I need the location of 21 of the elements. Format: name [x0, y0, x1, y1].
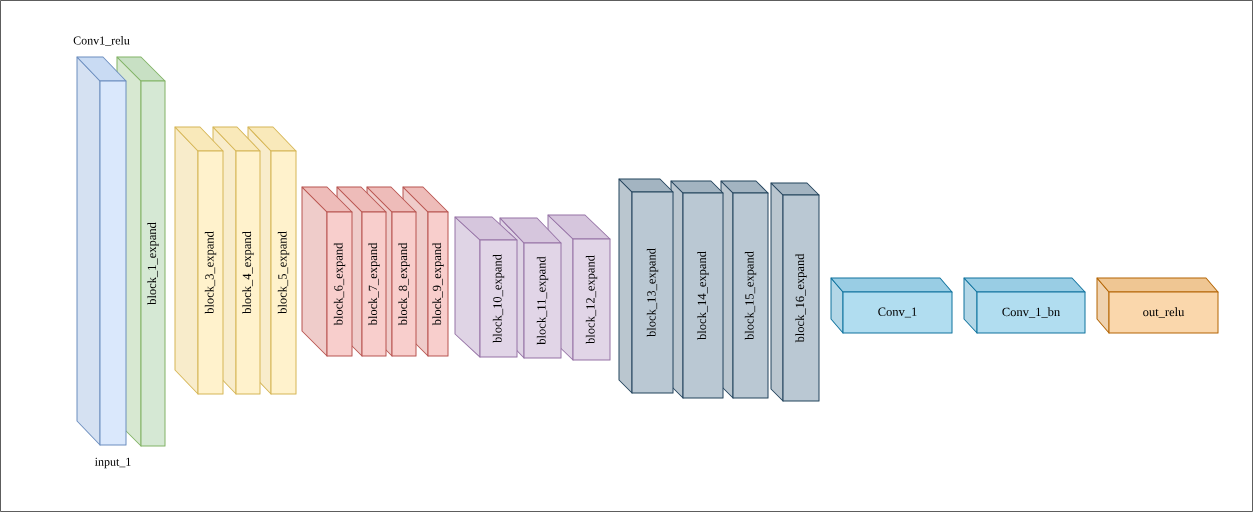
- layer-block: Conv_1: [842, 291, 953, 334]
- layer-block: block_15_expand: [732, 192, 769, 399]
- node-label: Conv1_relu: [73, 36, 130, 46]
- layer-block: block_16_expand: [782, 194, 820, 402]
- layer-block: block_5_expand: [270, 150, 297, 395]
- layer-block: Conv1_relu input_1: [73, 36, 131, 469]
- layer-block: block_9_expand: [427, 211, 449, 357]
- layer-block: block_12_expand: [572, 238, 611, 361]
- node-label: input_1: [94, 457, 131, 469]
- layer-block: block_8_expand: [391, 211, 417, 357]
- layer-block: block_11_expand: [523, 242, 562, 359]
- layer-block: block_13_expand: [631, 191, 674, 394]
- layer-block: block_4_expand: [235, 150, 261, 395]
- layer-block: block_6_expand: [326, 211, 353, 357]
- layer-block: block_1_expand: [140, 80, 166, 447]
- layer-block: out_relu: [1108, 291, 1219, 334]
- layer-block: block_7_expand: [361, 211, 387, 357]
- layer-block: block_10_expand: [479, 239, 518, 358]
- layer-block: block_14_expand: [682, 192, 724, 399]
- layer-block: Conv_1_bn: [976, 291, 1086, 334]
- layer-block: block_3_expand: [197, 150, 224, 395]
